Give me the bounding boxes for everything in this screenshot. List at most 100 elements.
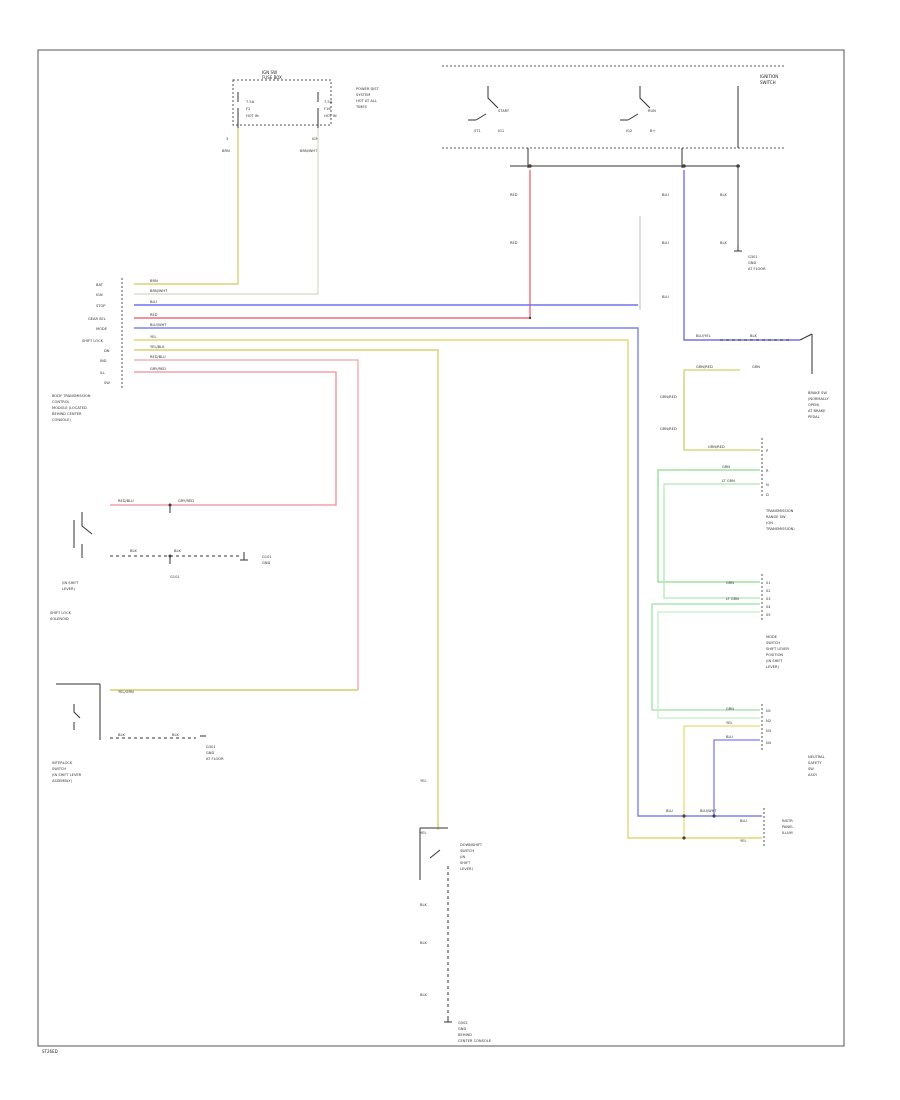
mode-title-3: SHIFT LEVER	[766, 647, 789, 651]
tcm-title-3: MODULE (LOCATED	[52, 406, 87, 410]
tcm-wire-1: BRN	[150, 279, 158, 283]
tcm-pin-1: BAT	[96, 283, 104, 287]
ignition-pin-3: IG2	[626, 129, 632, 133]
mode-title-5: (IN SHIFT	[766, 659, 783, 663]
fuse-wire-a: BRN	[222, 149, 230, 153]
downshift-wire-1: YEL	[420, 779, 426, 783]
brake-title-3: OPEN)	[808, 403, 820, 407]
shiftlock-gnd-1: G101	[262, 555, 272, 559]
downshift-gnd-1: G502	[458, 1021, 468, 1025]
ign-wire-6: BLK	[720, 193, 727, 197]
ign-wire-4: BLU	[662, 241, 669, 245]
fuse-b-1: 7.5A	[324, 100, 333, 104]
neutral-title-1: NEUTRAL	[808, 755, 825, 759]
trans-top-pin-1: P	[766, 449, 769, 453]
brake-title-1: BRAKE SW	[808, 391, 827, 395]
trans-top-pin-2: R	[766, 469, 769, 473]
neutral-wire-3: BLU	[726, 735, 733, 739]
fuse-note-1: POWER DIST	[356, 87, 380, 91]
park-wire-7: GRN/RED	[708, 445, 725, 449]
wire-yelgrn-park	[683, 369, 760, 451]
instr-wire-3: BLU	[740, 819, 747, 823]
shiftlock-gnd-2: GND	[262, 561, 270, 565]
tcm-title-5: CONSOLE)	[52, 418, 71, 422]
downshift-title-2: SWITCH	[460, 849, 474, 853]
park-wire-1: BLU/YEL	[696, 334, 711, 338]
instr-wire-2: BLU/WHT	[700, 809, 717, 813]
interlock-gnd-wire: BLK	[118, 733, 125, 737]
neutral-pin-4: N4	[766, 741, 772, 745]
wire-blue-right-2	[713, 739, 760, 816]
instr-title-3: ILLUM	[782, 831, 793, 835]
instr-wire-1: BLU	[666, 809, 673, 813]
neutral-title-3: SW	[808, 767, 814, 771]
wire-red-ign	[134, 170, 531, 319]
neutral-title-4: ASSY	[808, 773, 818, 777]
downshift-gnd-4: CENTER CONSOLE	[458, 1039, 492, 1043]
tcm-title-4: BEHIND CENTER	[52, 412, 82, 416]
fuse-box-title-2: FUSE BOX	[262, 75, 282, 80]
brake-sw-1: G301	[748, 255, 758, 259]
tcm-wire-6: YEL	[150, 335, 156, 339]
mode-title-6: LEVER)	[766, 665, 779, 669]
fuse-a-1: 7.5A	[246, 100, 255, 104]
ignition-switch-box: IGNITION SWITCH START RUN ST1 IG1 IG2 B+	[442, 65, 786, 168]
neutral-pin-2: N2	[766, 719, 771, 723]
mode-pin-1: S1	[766, 581, 771, 585]
ignition-title-2: SWITCH	[760, 80, 776, 85]
mode-title-2: SWITCH	[766, 641, 780, 645]
trans-top-wire-2: LT GRN	[722, 479, 735, 483]
neutral-wire-1: GRN	[726, 707, 734, 711]
park-wire-5: GRN/RED	[660, 395, 677, 399]
tcm-wire-7: YEL/BLK	[150, 345, 165, 349]
wire-yel-right	[134, 339, 762, 839]
ignition-pin-1: ST1	[474, 129, 481, 133]
downshift-gnd-3: BEHIND	[458, 1033, 472, 1037]
park-wire-4: GRN	[752, 365, 760, 369]
interlock-gnd-3: AT FLOOR	[206, 757, 224, 761]
ign-wire-3: BLU	[662, 193, 669, 197]
mode-wire-1: GRN	[726, 581, 734, 585]
fuse-note: POWER DIST SYSTEM HOT AT ALL TIMES	[355, 87, 380, 109]
ignition-title-1: IGNITION	[760, 74, 778, 79]
fuse-pin-b: IGN	[312, 137, 319, 141]
shiftlock-gnd-label: G101	[170, 575, 180, 579]
tcm-wire-3: BLU	[150, 300, 157, 304]
fuse-note-2: SYSTEM	[356, 93, 370, 97]
tcm-pin-8: IND	[100, 359, 107, 363]
fuse-b-2: F16	[324, 107, 331, 111]
trans-top-wire-1: GRN	[722, 465, 730, 469]
interlock-title-2: SWITCH	[52, 767, 66, 771]
shiftlock-note-1: (IN SHIFT	[62, 581, 79, 585]
trans-top-pin-3: N	[766, 483, 769, 487]
wire-blu-ign	[683, 170, 800, 341]
tcm-pin-3: STOP	[96, 304, 106, 308]
fuse-a-3: HOT IN	[246, 114, 259, 118]
tcm-pin-2: IGN	[96, 293, 103, 297]
trans-top-title-2: RANGE SW	[766, 515, 786, 519]
interlock-wire: YEL/GRN	[118, 690, 134, 694]
wire-green-4	[657, 611, 760, 719]
brake-sw-3: AT FLOOR	[748, 267, 766, 271]
fuse-note-4: TIMES	[355, 105, 368, 109]
neutral-safety-switch: N1 N2 N3 N4 GRN YEL BLU NEUTRAL SAFETY S…	[726, 704, 825, 777]
neutral-wire-2: YEL	[726, 721, 732, 725]
interlock-title-3: (IN SHIFT LEVER	[52, 773, 82, 777]
wire-green-1	[657, 469, 760, 583]
mode-pin-5: S5	[766, 613, 771, 617]
ignition-pin-4: B+	[650, 129, 655, 133]
instr-wire-4: YEL	[740, 839, 746, 843]
tcm-pin-5: MODE	[96, 327, 108, 331]
tcm-pin-4: GEAR SEL	[88, 317, 106, 321]
trans-top-pin-4: D	[766, 493, 769, 497]
tcm-pin-9: ILL	[100, 371, 105, 375]
brake-title-2: (NORMALLY	[808, 397, 830, 401]
mode-title-1: MODE	[766, 635, 778, 639]
interlock-title-4: ASSEMBLY)	[52, 779, 73, 783]
trans-top-title-4: TRANSMISSION)	[765, 527, 795, 531]
shiftlock-note-2: LEVER)	[62, 587, 75, 591]
fuse-pin-a: 3	[226, 137, 228, 141]
wire-yellow-right-2	[683, 725, 760, 838]
wire-pink-shiftlock	[110, 371, 337, 506]
park-wire-3: GRN/RED	[696, 365, 713, 369]
